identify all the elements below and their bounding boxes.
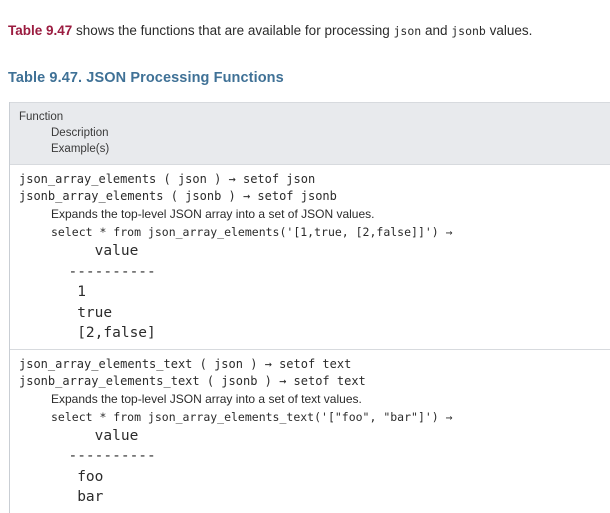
function-description: Expands the top-level JSON array into a … bbox=[51, 391, 362, 406]
function-signature: json_array_elements_text ( json ) → seto… bbox=[19, 356, 352, 371]
function-example-result-line: [2,false] bbox=[51, 325, 156, 341]
intro-text-before: shows the functions that are available f… bbox=[72, 22, 394, 38]
function-example-query: select * from json_array_elements_text('… bbox=[51, 409, 453, 424]
function-example-result-line: true bbox=[51, 304, 113, 321]
table-caption: Table 9.47. JSON Processing Functions bbox=[8, 70, 284, 86]
function-example-result-line: foo bbox=[51, 468, 104, 485]
function-signature: json_array_elements ( json ) → setof jso… bbox=[19, 172, 316, 186]
function-example-result-line: 1 bbox=[51, 284, 86, 300]
function-signature: jsonb_array_elements ( jsonb ) → setof j… bbox=[19, 189, 337, 203]
column-header-examples: Example(s) bbox=[51, 143, 110, 155]
table-row: json_array_elements ( json ) → setof jso… bbox=[10, 164, 610, 349]
column-header-description: Description bbox=[51, 127, 109, 139]
table-cross-reference-link[interactable]: Table 9.47 bbox=[8, 22, 73, 38]
function-example-result-line: value bbox=[51, 427, 139, 444]
intro-paragraph: Table 9.47 shows the functions that are … bbox=[0, 14, 610, 41]
function-signature: jsonb_array_elements_text ( jsonb ) → se… bbox=[19, 373, 366, 388]
table-header-group: Function Description Example(s) bbox=[10, 102, 610, 164]
function-example-result-line: ---------- bbox=[51, 448, 156, 464]
function-example-result-line: bar bbox=[51, 489, 104, 505]
table-row: json_array_elements_text ( json ) → seto… bbox=[10, 348, 610, 513]
function-example-result-line: ---------- bbox=[51, 263, 156, 280]
column-header-function: Function bbox=[19, 111, 64, 123]
function-description: Expands the top-level JSON array into a … bbox=[51, 207, 375, 221]
function-example-result-line: value bbox=[51, 243, 139, 259]
intro-code-json: json bbox=[393, 23, 422, 38]
intro-text-middle: and bbox=[421, 22, 452, 38]
json-processing-functions-table: Function Description Example(s) json_arr… bbox=[9, 102, 610, 513]
intro-text-after: values. bbox=[485, 22, 533, 38]
function-example-query: select * from json_array_elements('[1,tr… bbox=[51, 225, 453, 239]
intro-code-jsonb: jsonb bbox=[451, 23, 486, 38]
